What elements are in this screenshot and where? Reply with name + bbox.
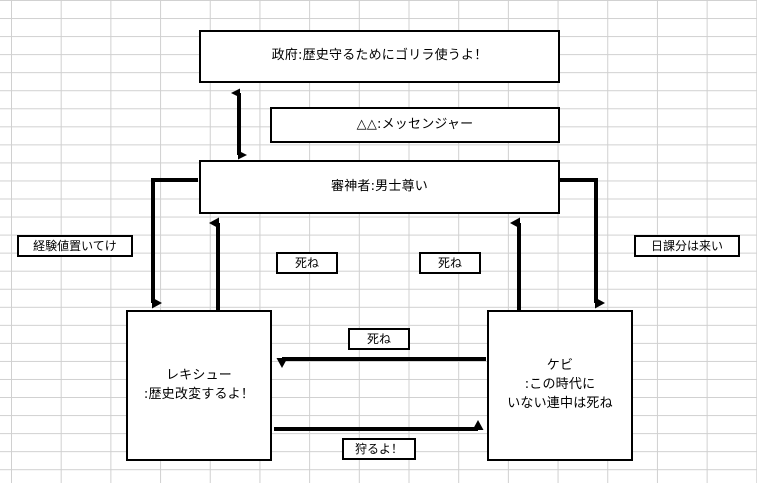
edge-government-saniwa-dashed: [228, 84, 252, 164]
edge-saniwa-to-kebi: [558, 178, 618, 314]
tag-die-left[interactable]: 死ね: [276, 252, 338, 274]
tag-exp-drop[interactable]: 経験値置いてけ: [17, 235, 133, 257]
tag-daily-come[interactable]: 日課分は来い: [634, 235, 740, 257]
node-messenger[interactable]: △△:メッセンジャー: [270, 107, 560, 143]
node-saniwa[interactable]: 審神者:男士尊い: [199, 160, 560, 214]
tag-die-right[interactable]: 死ね: [419, 252, 481, 274]
node-kebi[interactable]: ケビ :この時代に いない連中は死ね: [487, 310, 633, 461]
node-rekishu[interactable]: レキシュー :歴史改変するよ！: [126, 310, 272, 461]
tag-die-middle[interactable]: 死ね: [348, 328, 410, 350]
node-government[interactable]: 政府:歴史守るためにゴリラ使うよ！: [199, 30, 560, 83]
edge-rekishu-to-saniwa: [209, 213, 227, 315]
tag-hunt[interactable]: 狩るよ！: [342, 438, 416, 460]
edge-rekishu-to-kebi: [272, 420, 488, 438]
edge-kebi-to-saniwa: [510, 213, 528, 315]
edge-kebi-to-rekishu: [272, 352, 488, 368]
